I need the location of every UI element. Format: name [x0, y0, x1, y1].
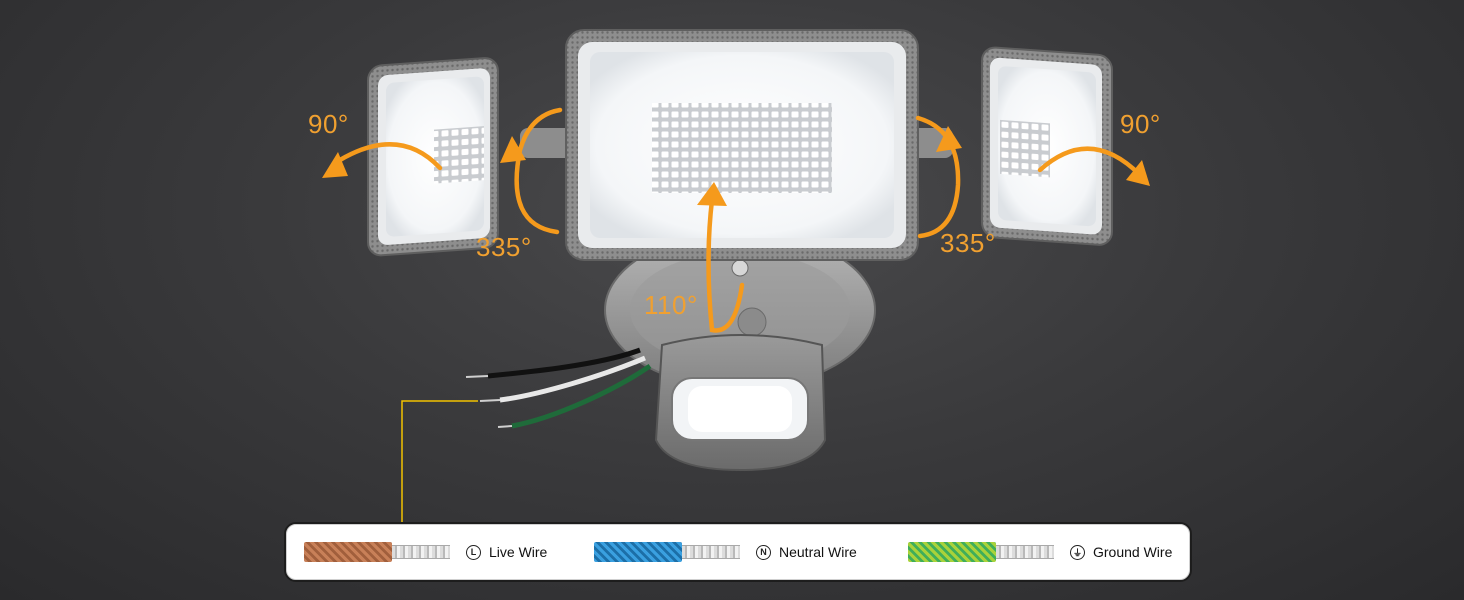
neutral-wire-label: Neutral Wire — [779, 544, 857, 560]
angle-center-vertical: 110° — [644, 290, 698, 320]
wire-callout-line — [401, 400, 478, 522]
arrow-heads — [322, 126, 1150, 206]
center-light-head — [565, 29, 919, 261]
live-wire-label: Live Wire — [489, 544, 548, 560]
angle-right-horizontal: 90° — [1120, 109, 1161, 139]
ground-wire-sample — [908, 542, 1054, 562]
wire-legend: L Live Wire N Neutral Wire ⏚ Ground Wire — [284, 522, 1192, 582]
neutral-wire-sample — [594, 542, 740, 562]
left-arm — [520, 128, 575, 158]
angle-right-vertical: 335° — [940, 228, 996, 258]
legend-item-live: L Live Wire — [304, 524, 547, 580]
ground-symbol-icon: ⏚ — [1070, 544, 1085, 560]
ground-wire-label: Ground Wire — [1093, 544, 1173, 560]
neutral-symbol-icon: N — [756, 544, 771, 560]
motion-sensor — [654, 334, 827, 472]
angle-left-vertical: 335° — [476, 232, 532, 262]
live-wire-sample — [304, 542, 450, 562]
live-symbol-icon: L — [466, 544, 481, 560]
power-wires — [465, 347, 652, 429]
angle-left-horizontal: 90° — [308, 109, 349, 139]
legend-item-neutral: N Neutral Wire — [594, 524, 857, 580]
left-light-head — [367, 57, 499, 257]
legend-item-ground: ⏚ Ground Wire — [908, 524, 1172, 580]
right-light-head — [981, 46, 1113, 246]
